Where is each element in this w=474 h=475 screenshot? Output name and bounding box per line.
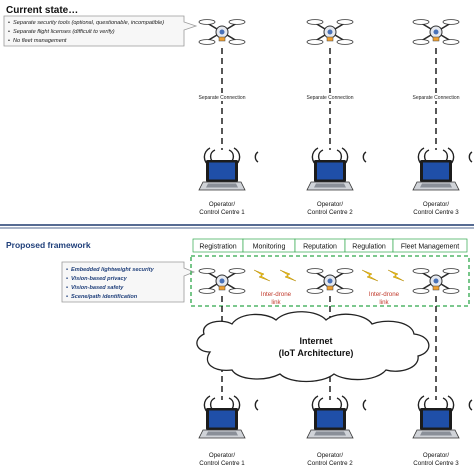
operator-label: Operator/ (423, 201, 449, 208)
bullet-icon: • (66, 294, 68, 300)
connection-label: Separate Connection (307, 95, 354, 101)
operator-label: Control Centre 3 (413, 209, 459, 216)
current-notes-callout: Separate security tools (optional, quest… (3, 15, 198, 47)
operator-label: Control Centre 1 (199, 209, 245, 216)
bullet-icon: • (66, 285, 68, 291)
inter-drone-label: Inter-drone (261, 291, 292, 298)
drone-swarm-group (190, 255, 470, 307)
connection-label: Separate Connection (413, 95, 460, 101)
service-registration: Registration (199, 244, 236, 251)
operator-label: Control Centre 2 (307, 209, 353, 216)
laptop-wireless-icon (306, 147, 367, 191)
quadcopter-drone-icon (412, 18, 460, 46)
cloud-icon: Internet (IoT Architecture) (196, 311, 430, 383)
connection-label: Separate Connection (199, 95, 246, 101)
internet-sub-label: (IoT Architecture) (279, 348, 354, 358)
feature-item: Vision-based safety (71, 285, 124, 291)
laptop-wireless-icon (306, 395, 367, 439)
bullet-icon: • (8, 20, 10, 26)
quadcopter-drone-icon (198, 18, 246, 46)
inter-drone-link-2: Inter-drone link (361, 269, 405, 306)
lightning-bolt-icon (253, 269, 271, 282)
operator-label: Control Centre 2 (307, 460, 353, 467)
laptop-wireless-icon (198, 147, 259, 191)
quadcopter-drone-icon (412, 267, 460, 295)
service-reputation: Reputation (303, 244, 337, 251)
note-item: Separate flight licenses (difficult to v… (13, 29, 115, 35)
lightning-bolt-icon (279, 269, 297, 282)
feature-item: Vision-based privacy (71, 276, 128, 282)
operator-label: Operator/ (423, 452, 449, 459)
proposed-heading: Proposed framework (6, 240, 91, 250)
current-state-heading: Current state… (6, 5, 78, 16)
callout-box (61, 261, 196, 303)
inter-drone-label: link (379, 299, 389, 306)
internet-label: Internet (299, 336, 332, 346)
service-fleet-management: Fleet Management (401, 244, 459, 251)
svg-text:Separate security tools (optio: Separate security tools (optional, quest… (13, 20, 166, 44)
service-box (392, 238, 468, 253)
feature-item: Embedded lightweight security (71, 267, 155, 273)
section-divider (0, 224, 474, 229)
bullet-icon: • (8, 29, 10, 35)
inter-drone-label: Inter-drone (369, 291, 400, 298)
operator-label: Operator/ (317, 201, 343, 208)
inter-drone-link-1: Inter-drone link (253, 269, 297, 306)
quadcopter-drone-icon (198, 267, 246, 295)
feature-item: Scene/path identification (71, 294, 138, 300)
service-regulation: Regulation (352, 244, 386, 251)
quadcopter-drone-icon (306, 267, 354, 295)
operator-label: Operator/ (209, 201, 235, 208)
callout-box (3, 15, 198, 47)
features-callout: • • • • Embedded lightweight security Vi… (61, 261, 196, 303)
current-state-section: Current state… Separate security tools (… (3, 5, 473, 216)
service-monitoring: Monitoring (253, 244, 286, 251)
note-item: No fleet management (13, 38, 67, 44)
services-bar: Registration Monitoring Reputation Regul… (192, 238, 468, 253)
lightning-bolt-icon (361, 269, 379, 282)
laptop-wireless-icon (412, 395, 473, 439)
operator-label: Operator/ (209, 452, 235, 459)
operator-label: Control Centre 1 (199, 460, 245, 467)
quadcopter-drone-icon (306, 18, 354, 46)
laptop-wireless-icon (412, 147, 473, 191)
lightning-bolt-icon (387, 269, 405, 282)
proposed-framework-section: Proposed framework Registration Monitori… (6, 238, 473, 467)
bullet-icon: • (66, 267, 68, 273)
inter-drone-label: link (271, 299, 281, 306)
bullet-icon: • (8, 38, 10, 44)
note-item: Separate security tools (optional, quest… (13, 20, 164, 26)
bullet-icon: • (66, 276, 68, 282)
operator-label: Control Centre 3 (413, 460, 459, 467)
operator-label: Operator/ (317, 452, 343, 459)
laptop-wireless-icon (198, 395, 259, 439)
